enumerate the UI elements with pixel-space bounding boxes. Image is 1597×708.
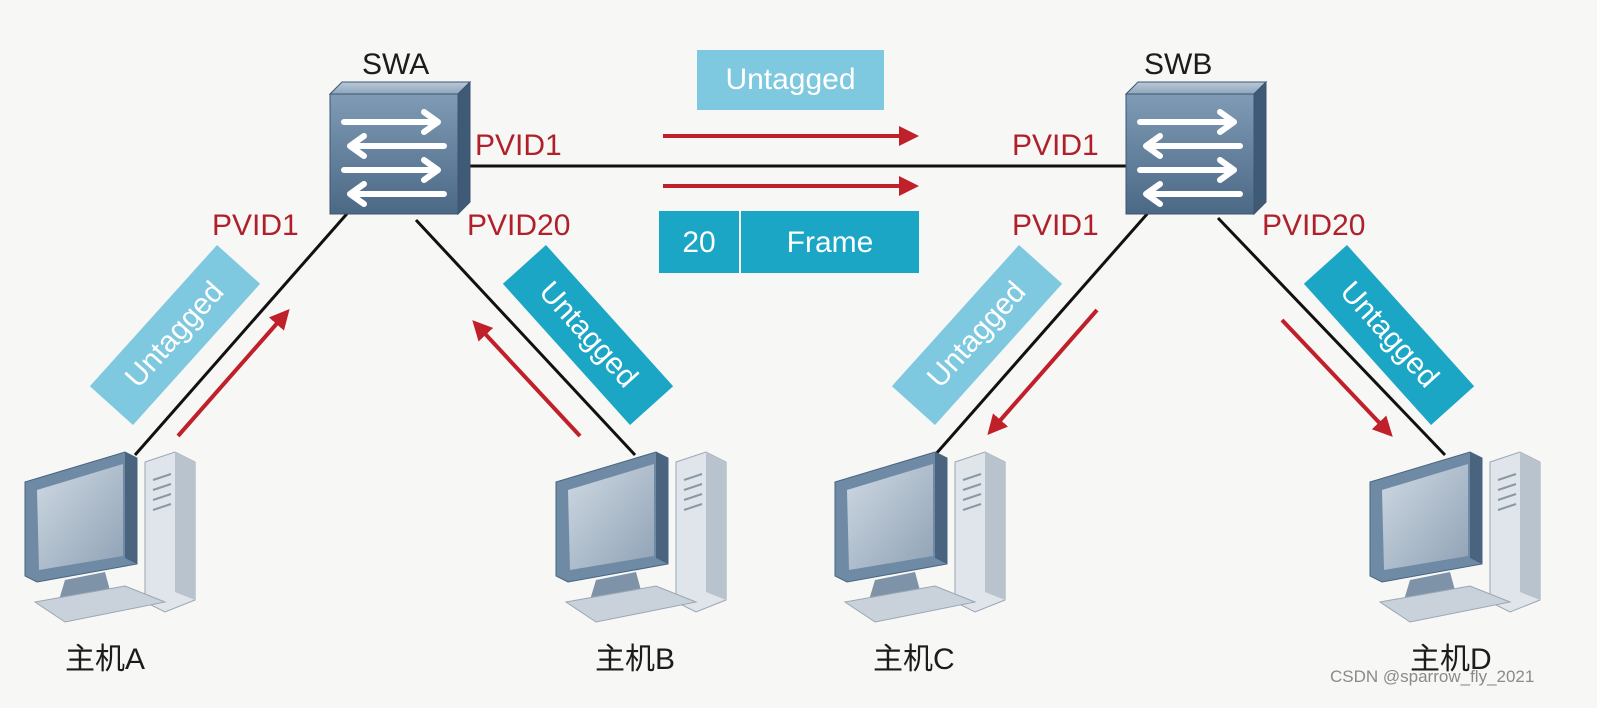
arrow-swb-to-host-c	[987, 308, 1099, 436]
host-c-name: 主机C	[873, 643, 955, 676]
switch-swb-name: SWB	[1144, 48, 1213, 81]
link-swa-host-a	[133, 207, 354, 456]
host-b-name: 主机B	[595, 643, 676, 676]
link-swa-host-b	[414, 218, 637, 457]
vlan-tag-box	[659, 211, 739, 273]
arrow-host-a-to-swa	[176, 308, 290, 438]
pvid-swa-trunk: PVID1	[475, 129, 562, 162]
switch-swb-icon	[1126, 82, 1266, 214]
pvid-swb-trunk: PVID1	[1012, 129, 1099, 162]
host-c-icon	[834, 451, 1006, 623]
link-swb-host-c	[933, 204, 1157, 456]
host-b-icon	[555, 451, 727, 623]
vlan-tag-text: 20	[682, 226, 715, 259]
host-d-icon	[1369, 451, 1541, 623]
switch-swa-name: SWA	[362, 48, 430, 81]
watermark: CSDN @sparrow_fly_2021	[1330, 667, 1535, 686]
pvid-swb-host-d: PVID20	[1262, 209, 1366, 242]
vlan-payload-box	[741, 211, 919, 273]
host-a-name: 主机A	[65, 643, 146, 676]
host-a-icon	[24, 451, 196, 623]
pvid-swa-host-a: PVID1	[212, 209, 299, 242]
frame-trunk-untagged: Untagged	[697, 50, 884, 110]
arrow-swb-to-host-d	[1280, 318, 1393, 437]
arrow-host-b-to-swa	[472, 320, 582, 438]
host-d-name: 主机D	[1410, 643, 1492, 676]
switch-swa-icon	[330, 82, 470, 214]
vlan-payload-text: Frame	[787, 226, 874, 259]
pvid-swb-host-c: PVID1	[1012, 209, 1099, 242]
pvid-swa-host-b: PVID20	[467, 209, 571, 242]
link-swb-host-d	[1216, 216, 1447, 457]
